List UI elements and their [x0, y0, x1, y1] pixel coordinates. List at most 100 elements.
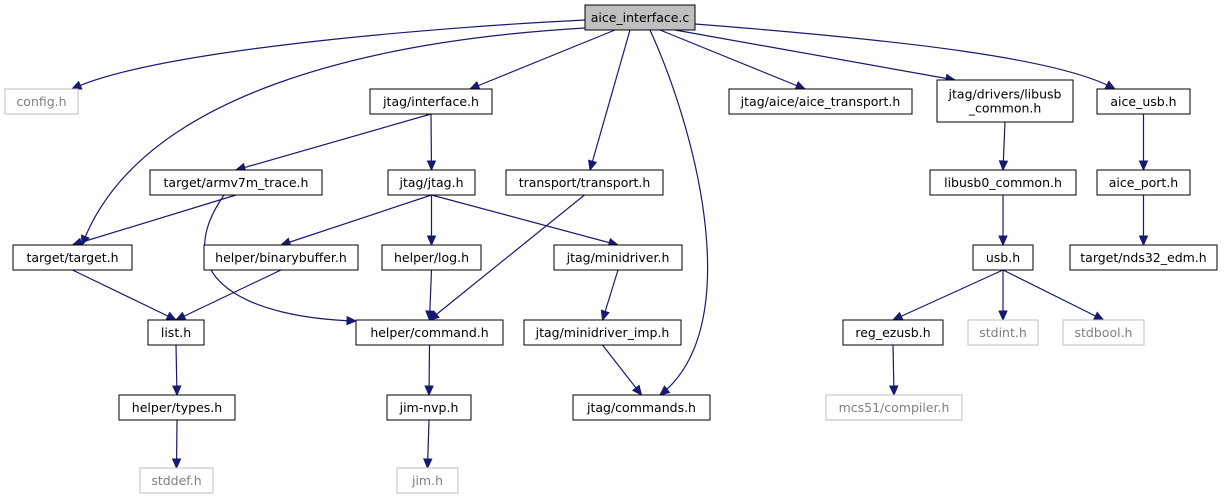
edge-armv7m_trace-to-command	[204, 194, 357, 322]
node-box	[1069, 244, 1218, 271]
node-box	[825, 394, 963, 421]
node-box	[523, 319, 682, 346]
node-config: config.h	[4, 88, 79, 115]
node-label: jtag/minidriver_imp.h	[535, 325, 670, 340]
arrowhead-command-to-jim_nvp	[424, 385, 434, 397]
node-command[interactable]: helper/command.h	[355, 319, 504, 346]
node-label: aice_port.h	[1109, 175, 1178, 190]
arrowhead-log-to-command	[425, 310, 435, 322]
node-label: stdbool.h	[1075, 325, 1133, 340]
node-box	[386, 394, 472, 421]
node-box	[728, 88, 913, 115]
edge-armv7m_trace-to-target	[72, 194, 237, 246]
node-label: jim.h	[411, 473, 443, 488]
edge-target-to-list	[72, 269, 177, 321]
node-minidriver-imp[interactable]: jtag/minidriver_imp.h	[523, 319, 682, 346]
arrowhead-jim_nvp-to-jim	[423, 458, 433, 470]
node-box	[369, 88, 493, 115]
node-box	[4, 88, 79, 115]
node-aice-usb[interactable]: aice_usb.h	[1096, 88, 1191, 115]
node-label: helper/types.h	[132, 400, 222, 415]
node-jtag[interactable]: jtag/jtag.h	[387, 169, 476, 196]
node-label: config.h	[16, 94, 66, 109]
node-box	[203, 244, 359, 271]
node-label: jtag/drivers/libusb	[948, 87, 1062, 102]
node-libusb0-common[interactable]: libusb0_common.h	[929, 169, 1077, 196]
edge-root-to-transport	[589, 29, 631, 171]
node-box	[396, 467, 459, 494]
node-box	[553, 244, 683, 271]
node-label: helper/binarybuffer.h	[215, 250, 347, 265]
node-box	[149, 169, 323, 196]
node-stdbool: stdbool.h	[1062, 319, 1145, 346]
node-label: target/target.h	[26, 250, 118, 265]
node-commands[interactable]: jtag/commands.h	[572, 394, 711, 421]
node-label: jtag/aice/aice_transport.h	[740, 94, 901, 109]
node-stdint: stdint.h	[967, 319, 1039, 346]
node-box	[967, 319, 1039, 346]
node-box	[929, 169, 1077, 196]
arrowhead-usb-to-stdint	[998, 310, 1008, 322]
node-libusb-common[interactable]: jtag/drivers/libusb_common.h	[936, 79, 1074, 123]
node-usb[interactable]: usb.h	[972, 244, 1034, 271]
node-box	[1096, 169, 1191, 196]
arrowhead-usb-to-reg_ezusb	[891, 311, 904, 321]
edge-root-to-config	[71, 19, 586, 90]
edge-jtag-to-binarybuffer	[280, 194, 432, 246]
node-aice-transport[interactable]: jtag/aice/aice_transport.h	[728, 88, 913, 115]
node-box	[1062, 319, 1145, 346]
node-target[interactable]: target/target.h	[12, 244, 133, 271]
edge-minidriver_imp-to-commands	[602, 344, 642, 396]
node-jim-nvp[interactable]: jim-nvp.h	[386, 394, 472, 421]
node-box	[139, 467, 214, 494]
edge-binarybuffer-to-list	[175, 269, 282, 321]
node-binarybuffer[interactable]: helper/binarybuffer.h	[203, 244, 359, 271]
node-nds32-edm[interactable]: target/nds32_edm.h	[1069, 244, 1218, 271]
arrowhead-reg_ezusb-to-compiler	[889, 385, 899, 397]
arrowhead-root-to-interface	[468, 81, 481, 90]
node-root[interactable]: aice_interface.c	[584, 4, 696, 31]
node-box	[842, 319, 944, 346]
node-label: aice_interface.c	[591, 10, 690, 25]
node-armv7m-trace[interactable]: target/armv7m_trace.h	[149, 169, 323, 196]
arrowhead-libusb0_common-to-usb	[998, 235, 1008, 247]
node-label: reg_ezusb.h	[855, 325, 930, 340]
node-aice-port[interactable]: aice_port.h	[1096, 169, 1191, 196]
node-types[interactable]: helper/types.h	[118, 394, 236, 421]
arrowhead-root-to-aice_transport	[794, 81, 807, 90]
edge-usb-to-reg_ezusb	[892, 269, 1004, 321]
node-box	[12, 244, 133, 271]
node-interface[interactable]: jtag/interface.h	[369, 88, 493, 115]
node-box	[572, 394, 711, 421]
node-transport[interactable]: transport/transport.h	[505, 169, 664, 196]
node-label: libusb0_common.h	[944, 175, 1062, 190]
node-stddef: stddef.h	[139, 467, 214, 494]
node-label: list.h	[161, 325, 191, 340]
node-label: target/nds32_edm.h	[1080, 250, 1206, 265]
node-minidriver[interactable]: jtag/minidriver.h	[553, 244, 683, 271]
arrowhead-usb-to-stdbool	[1092, 311, 1105, 321]
node-box	[505, 169, 664, 196]
node-label: transport/transport.h	[519, 175, 651, 190]
arrowhead-minidriver-to-minidriver_imp	[600, 309, 610, 322]
node-reg-ezusb[interactable]: reg_ezusb.h	[842, 319, 944, 346]
arrowhead-target-to-list	[165, 311, 178, 321]
node-label: jtag/interface.h	[382, 94, 479, 109]
edge-transport-to-command	[429, 194, 585, 321]
edge-jtag-to-minidriver	[431, 194, 619, 246]
node-label: jtag/minidriver.h	[566, 250, 670, 265]
edge-root-to-libusb_common	[674, 29, 956, 81]
node-label: aice_usb.h	[1110, 94, 1176, 109]
node-box	[147, 319, 205, 346]
arrowhead-binarybuffer-to-list	[174, 311, 187, 321]
edge-root-to-aice_transport	[659, 29, 806, 90]
edge-interface-to-armv7m_trace	[235, 113, 432, 171]
edge-root-to-interface	[469, 29, 616, 90]
node-list[interactable]: list.h	[147, 319, 205, 346]
arrowhead-root-to-aice_usb	[1104, 80, 1117, 90]
node-log[interactable]: helper/log.h	[381, 244, 482, 271]
node-label: target/armv7m_trace.h	[164, 175, 309, 190]
arrowhead-aice_port-to-nds32_edm	[1138, 235, 1149, 247]
arrowhead-root-to-commands	[659, 385, 671, 396]
